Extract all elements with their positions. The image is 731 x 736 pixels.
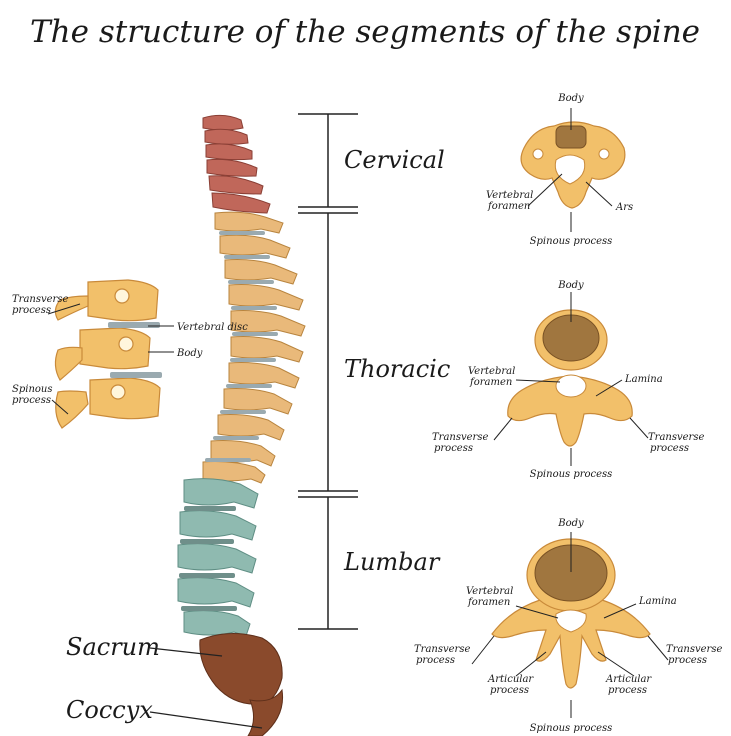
thoracic-label-spinous: Spinous process bbox=[530, 469, 613, 480]
region-label-cervical: Cervical bbox=[344, 146, 445, 174]
lumbar-label-transverse-right: Transverse bbox=[666, 644, 722, 655]
thoracic-vertebrae bbox=[203, 212, 305, 483]
cervical-label-foramen-2: foramen bbox=[487, 201, 530, 212]
region-label-lumbar: Lumbar bbox=[343, 548, 441, 576]
thoracic-label-transverse-left: Transverse bbox=[432, 432, 488, 443]
region-label-coccyx: Coccyx bbox=[66, 696, 153, 724]
cervical-label-body: Body bbox=[557, 93, 584, 104]
thoracic-label-lamina: Lamina bbox=[624, 374, 663, 385]
thoracic-label-transverse-right-2: process bbox=[650, 443, 689, 454]
spine-column bbox=[178, 115, 305, 736]
lumbar-label-articular-right-2: process bbox=[608, 685, 647, 696]
label-body: Body bbox=[176, 348, 203, 359]
lumbar-label-foramen-2: foramen bbox=[467, 597, 510, 608]
lumbar-label-transverse-left-2: process bbox=[416, 655, 455, 666]
lumbar-label-transverse-right-2: process bbox=[668, 655, 707, 666]
cervical-label-spinous: Spinous process bbox=[530, 236, 613, 247]
label-vertebral-disc: Vertebral disc bbox=[177, 322, 248, 333]
thoracic-label-transverse-left-2: process bbox=[434, 443, 473, 454]
region-label-thoracic: Thoracic bbox=[344, 355, 450, 383]
label-transverse-process: Transverse bbox=[12, 294, 68, 305]
lumbar-label-lamina: Lamina bbox=[638, 596, 677, 607]
label-spinous-process: Spinous bbox=[12, 384, 52, 395]
thoracic-label-foramen-2: foramen bbox=[469, 377, 512, 388]
cervical-label-ars: Ars bbox=[615, 202, 633, 213]
page-title: The structure of the segments of the spi… bbox=[30, 14, 700, 50]
side-detail-vertebrae bbox=[55, 280, 162, 428]
lumbar-vertebrae bbox=[178, 479, 258, 636]
lumbar-label-articular-left: Articular bbox=[487, 674, 534, 685]
lumbar-label-foramen: Vertebral bbox=[466, 586, 513, 597]
cervical-vertebrae bbox=[203, 115, 270, 213]
coccyx-leader bbox=[150, 712, 262, 728]
cervical-vertebra-illustration bbox=[521, 122, 625, 208]
thoracic-label-foramen: Vertebral bbox=[468, 366, 515, 377]
label-transverse-process-2: process bbox=[12, 305, 51, 316]
thoracic-label-body: Body bbox=[557, 280, 584, 291]
lumbar-label-articular-left-2: process bbox=[490, 685, 529, 696]
cervical-label-foramen: Vertebral bbox=[486, 190, 533, 201]
lumbar-label-transverse-left: Transverse bbox=[414, 644, 470, 655]
lumbar-label-body: Body bbox=[557, 518, 584, 529]
label-spinous-process-2: process bbox=[12, 395, 51, 406]
region-label-sacrum: Sacrum bbox=[66, 633, 160, 661]
thoracic-vertebra-illustration bbox=[508, 310, 632, 446]
sacrum-bone bbox=[200, 633, 282, 704]
lumbar-label-spinous: Spinous process bbox=[530, 723, 613, 734]
lumbar-label-articular-right: Articular bbox=[605, 674, 652, 685]
thoracic-label-transverse-right: Transverse bbox=[648, 432, 704, 443]
